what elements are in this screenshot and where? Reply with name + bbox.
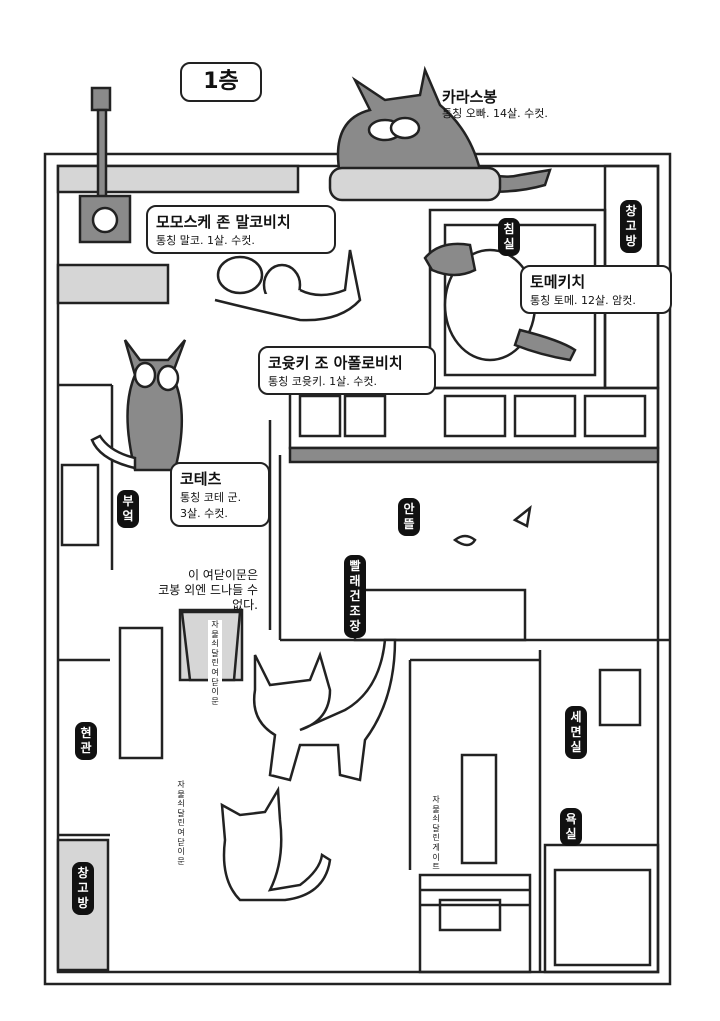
- cat-card-kotetsu: 코테츠 통칭 코테 군. 3살. 수컷.: [170, 462, 270, 527]
- cat-desc: 통칭 코윳키. 1살. 수컷.: [268, 375, 377, 388]
- floor-label: 1층: [180, 62, 262, 102]
- cat-desc: 통칭 코테 군. 3살. 수컷.: [180, 491, 242, 520]
- room-label-entrance: 현 관: [75, 722, 97, 760]
- cat-desc: 통칭 오빠. 14살. 수컷.: [442, 106, 548, 120]
- cat-name: 모모스케 존 말코비치: [156, 213, 291, 231]
- cat-label-karasubong: 카라스봉 통칭 오빠. 14살. 수컷.: [442, 88, 548, 121]
- cat-card-koyukki: 코윳키 조 아폴로비치 통칭 코윳키. 1살. 수컷.: [258, 346, 436, 395]
- room-label-bathroom: 욕 실: [560, 808, 582, 846]
- cat-name: 카라스봉: [442, 88, 498, 106]
- room-label-washroom: 세 면 실: [565, 706, 587, 759]
- room-label-kitchen: 부 엌: [117, 490, 139, 528]
- room-label-storage-top: 창 고 방: [620, 200, 642, 253]
- cat-desc: 통칭 토메. 12살. 암컷.: [530, 294, 636, 307]
- door-label-lower: 자물쇠 달린 여 닫 이 문: [174, 780, 188, 867]
- cat-card-momosuke: 모모스케 존 말코비치 통칭 말코. 1살. 수컷.: [146, 205, 336, 254]
- door-note: 이 여닫이문은 코봉 외엔 드나들 수 없다.: [158, 568, 258, 612]
- cat-name: 코테츠: [180, 470, 222, 488]
- room-label-storage-bottom: 창 고 방: [72, 862, 94, 915]
- cat-card-tomekichi: 토메키치 통칭 토메. 12살. 암컷.: [520, 265, 672, 314]
- gate-label: 자물쇠 달린 게 이 트: [429, 795, 443, 872]
- cat-desc: 통칭 말코. 1살. 수컷.: [156, 234, 255, 247]
- room-label-laundry: 빨 래 건 조 장: [344, 555, 366, 638]
- cat-name: 토메키치: [530, 273, 586, 291]
- room-label-yard: 안 뜰: [398, 498, 420, 536]
- door-label-upper: 자물쇠 달린 여 닫 이 문: [208, 620, 222, 707]
- room-label-bedroom: 침 실: [498, 218, 520, 256]
- cat-name: 코윳키 조 아폴로비치: [268, 354, 403, 372]
